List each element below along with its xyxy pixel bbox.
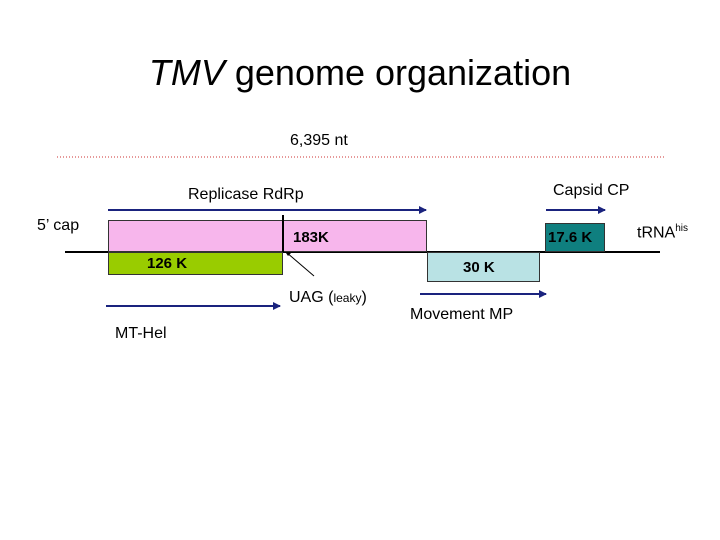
- five-cap-label: 5’ cap: [37, 217, 80, 234]
- capsid-label: Capsid CP: [553, 182, 630, 199]
- gene-30k-label: 30 K: [463, 259, 495, 276]
- gene-183k-box: [108, 220, 427, 252]
- gene-126k-box: [108, 252, 283, 275]
- uag-label: UAG (leaky): [289, 289, 367, 307]
- title-rest: genome organization: [224, 52, 572, 93]
- uag-small: leaky: [333, 291, 362, 305]
- trna-label: tRNAhis: [637, 223, 688, 242]
- gene-126k-label: 126 K: [147, 255, 188, 272]
- gene-17k-box: [545, 223, 605, 252]
- gene-17k-label: 17.6 K: [548, 229, 593, 246]
- trna-sup: his: [675, 223, 689, 234]
- gene-183k-label: 183K: [293, 229, 329, 246]
- genome-length-label: 6,395 nt: [290, 132, 348, 149]
- title-italic: TMV: [148, 52, 225, 93]
- replicase-label: Replicase RdRp: [188, 186, 304, 203]
- movement-label: Movement MP: [410, 306, 514, 323]
- uag-close: ): [361, 289, 367, 306]
- mthel-label: MT-Hel: [115, 325, 167, 342]
- uag-pointer-line: [285, 251, 315, 277]
- stop-codon-marker: [282, 215, 284, 252]
- trna-main: tRNA: [637, 224, 676, 242]
- uag-main: UAG (: [289, 289, 334, 306]
- gene-30k-box: [427, 252, 540, 282]
- page-title: TMV genome organization: [0, 52, 720, 94]
